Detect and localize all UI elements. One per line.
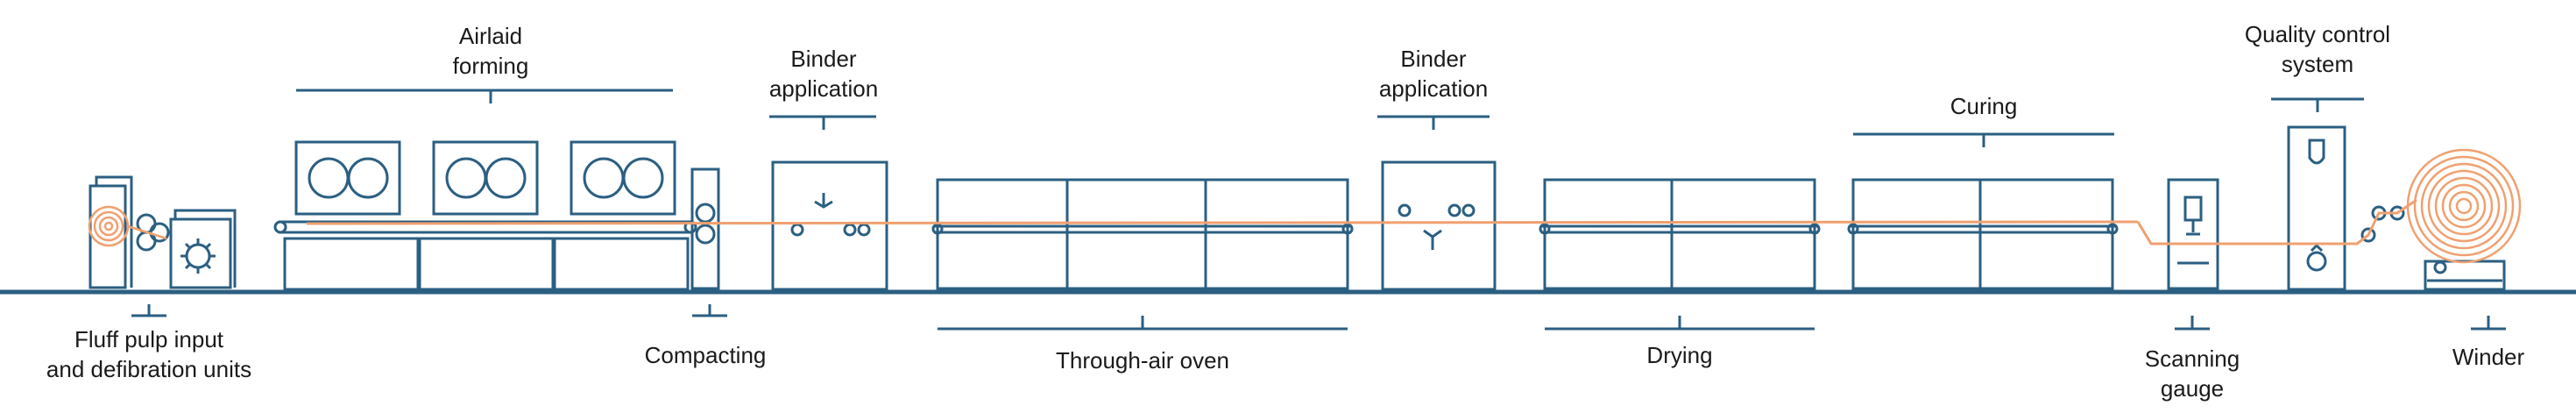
label-airlaid-forming-line1: Airlaid — [458, 23, 523, 49]
compacting-unit — [690, 167, 727, 317]
label-curing-line1: Curing — [1950, 93, 2018, 119]
label-fluff-pulp: Fluff pulp input and defibration units — [18, 324, 280, 384]
binder-application-1-unit — [769, 115, 888, 291]
scanning-gauge-unit — [2167, 178, 2219, 331]
label-quality-control: Quality control system — [2217, 19, 2418, 79]
through-air-oven-unit — [931, 178, 1354, 331]
winder-roll — [2406, 148, 2522, 264]
label-airlaid-forming-line2: forming — [452, 53, 529, 79]
curing-unit — [1847, 132, 2119, 290]
label-through-air-oven: Through-air oven — [1011, 345, 1274, 375]
label-binder-1-line1: Binder — [790, 46, 857, 72]
drying-unit — [1539, 178, 1821, 331]
fluff-pulp-bracket — [131, 304, 166, 317]
label-binder-application-1: Binder application — [736, 44, 911, 103]
label-curing: Curing — [1918, 91, 2049, 121]
label-compacting-line1: Compacting — [644, 342, 767, 368]
winder-unit — [2360, 205, 2506, 331]
quality-control-unit — [2271, 97, 2364, 291]
label-through-air-oven-line1: Through-air oven — [1056, 347, 1229, 374]
airlaid-forming-unit — [273, 89, 697, 291]
label-scanning-gauge-line1: Scanning — [2144, 345, 2240, 372]
label-scanning-gauge: Scanning gauge — [2127, 344, 2258, 403]
label-winder: Winder — [2427, 342, 2550, 372]
label-scanning-gauge-line2: gauge — [2160, 375, 2225, 402]
label-fluff-pulp-line2: and defibration units — [46, 356, 252, 382]
material-web — [306, 198, 2417, 246]
label-quality-control-line1: Quality control — [2244, 21, 2391, 47]
label-binder-application-2: Binder application — [1346, 44, 1521, 103]
label-binder-2-line1: Binder — [1400, 46, 1467, 72]
binder-application-2-unit — [1377, 115, 1497, 291]
label-drying-line1: Drying — [1646, 342, 1713, 368]
fluff-pulp-unit — [88, 175, 237, 289]
label-winder-line1: Winder — [2452, 344, 2525, 370]
label-quality-control-line2: system — [2281, 51, 2354, 77]
label-binder-1-line2: application — [768, 75, 879, 102]
pulp-roll — [88, 205, 167, 247]
label-binder-2-line2: application — [1378, 75, 1489, 102]
label-drying: Drying — [1614, 340, 1745, 370]
label-fluff-pulp-line1: Fluff pulp input — [74, 326, 224, 352]
label-compacting: Compacting — [613, 340, 797, 370]
label-airlaid-forming: Airlaid forming — [403, 21, 578, 81]
